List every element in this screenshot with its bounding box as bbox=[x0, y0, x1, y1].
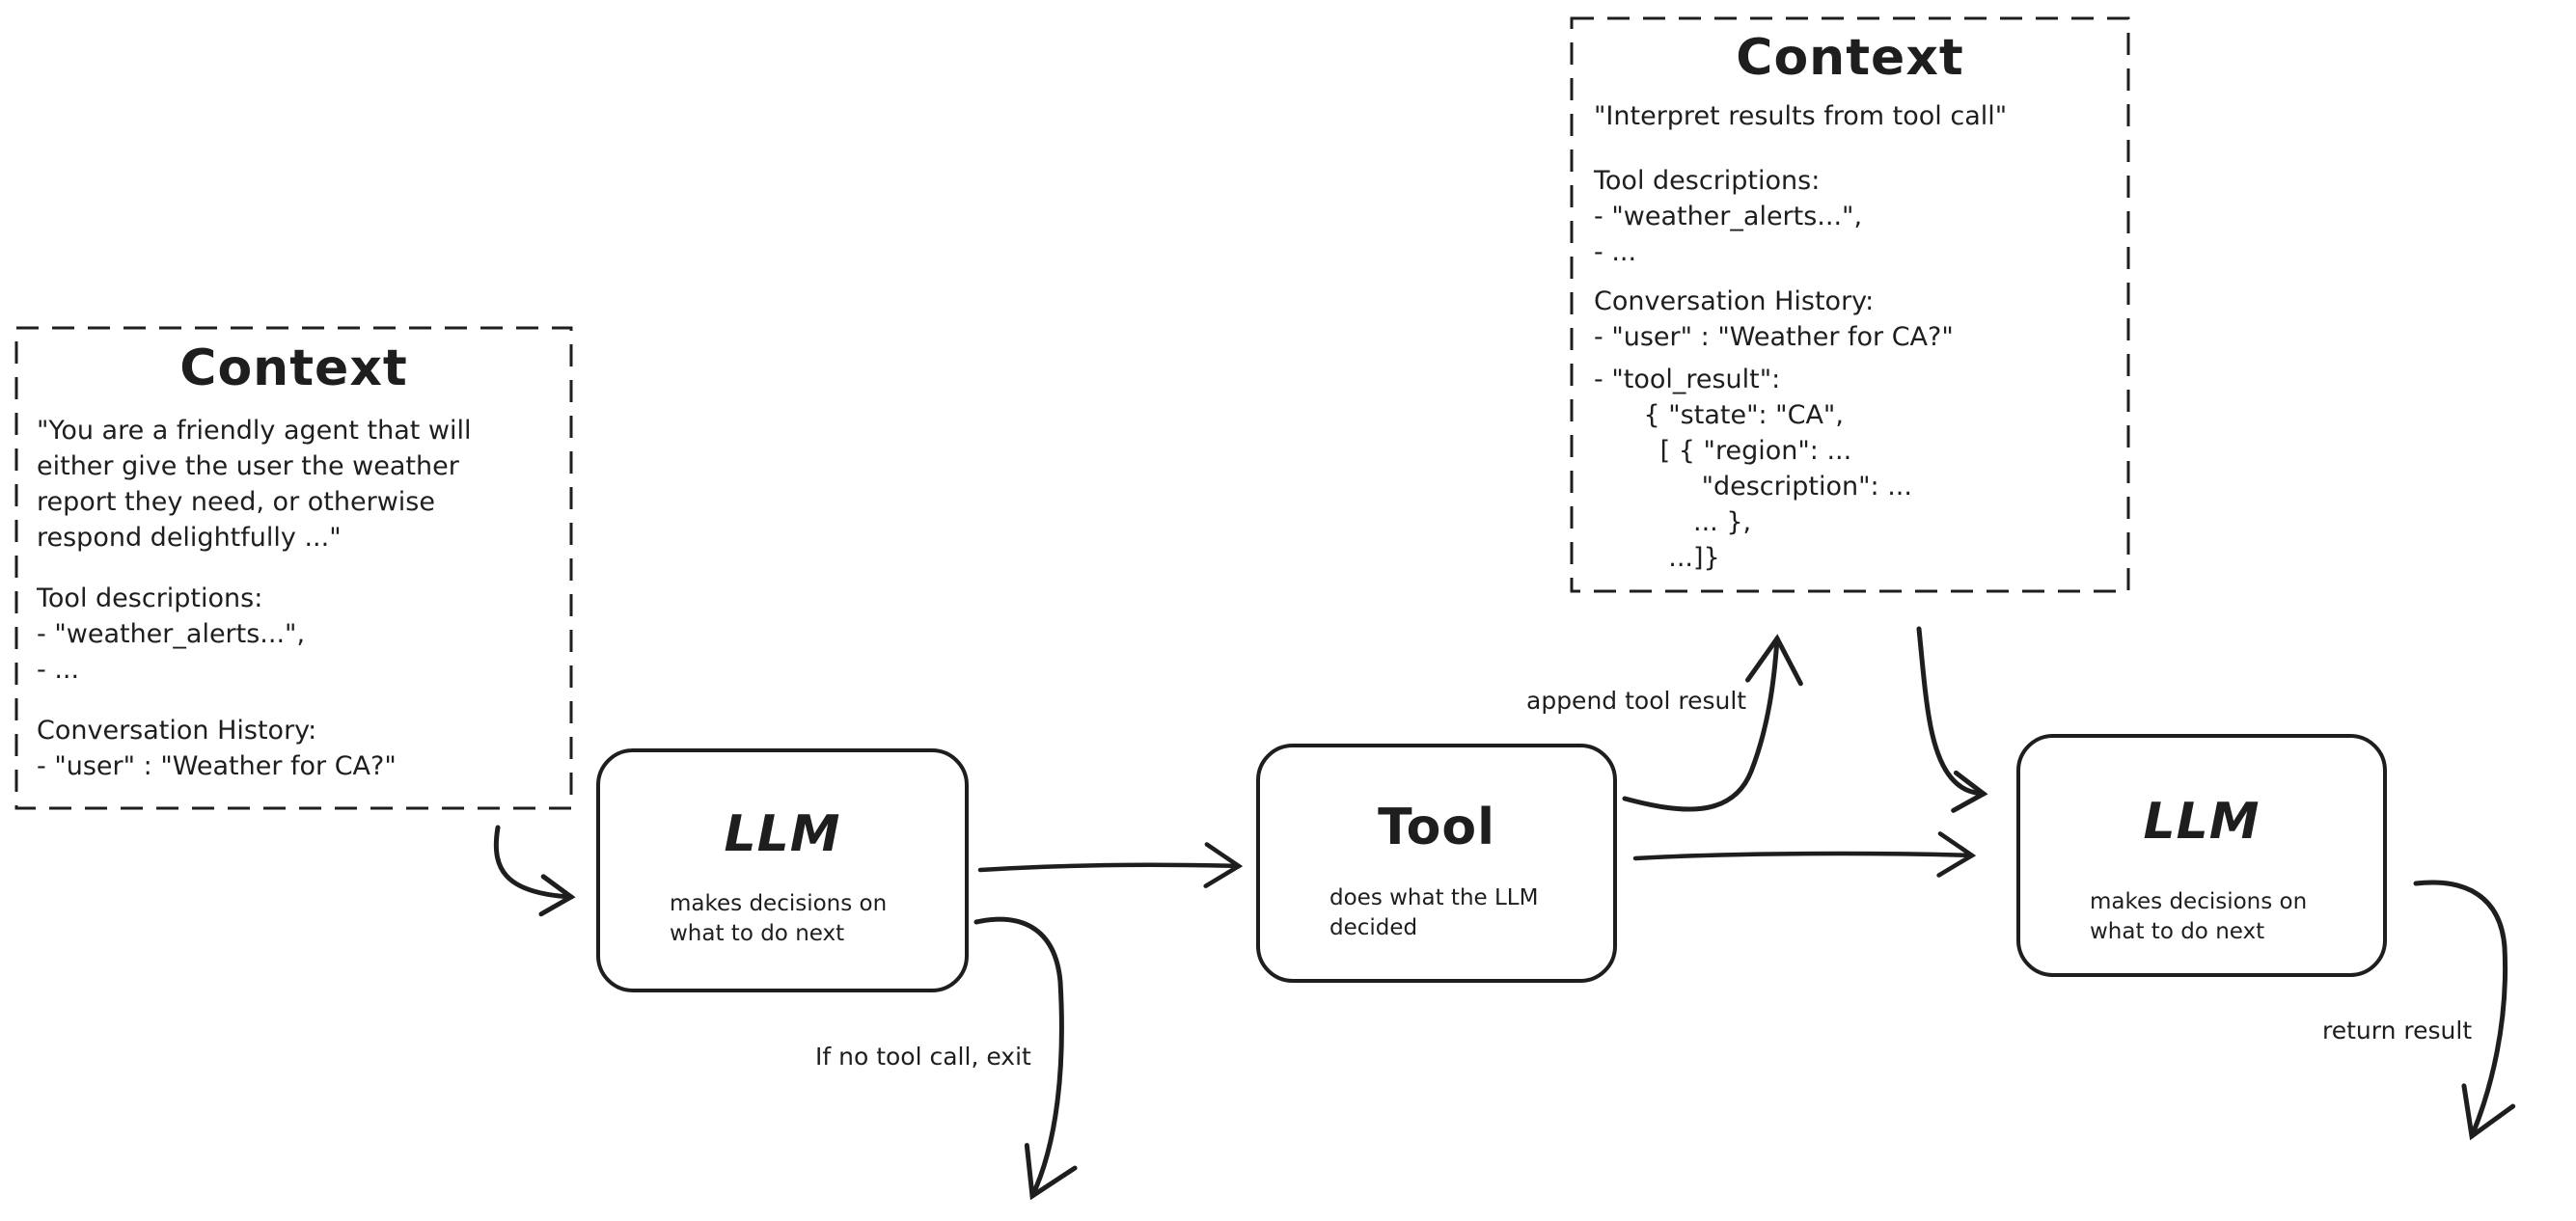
context-left-title: Context bbox=[179, 339, 408, 397]
context-top-conversation-history: Conversation History: - "user" : "Weathe… bbox=[1594, 286, 1954, 352]
arrow-tool-to-context-top bbox=[1622, 634, 1803, 812]
edge-label-append-tool-result: append tool result bbox=[1526, 687, 1747, 715]
node-box-llm-2 bbox=[2016, 734, 2387, 977]
node-llm-2-title: LLM bbox=[2143, 793, 2261, 851]
edge-label-return-result: return result bbox=[2322, 1017, 2473, 1045]
context-top-body: "Interpret results from tool call" Tool … bbox=[1594, 98, 2007, 601]
context-top-tool-result: - "tool_result": { "state": "CA", [ { "r… bbox=[1594, 365, 1912, 573]
context-left-system-prompt: "You are a friendly agent that will eith… bbox=[37, 416, 472, 553]
context-left-body: "You are a friendly agent that will eith… bbox=[37, 413, 472, 809]
arrow-tool-to-llm-2 bbox=[1632, 831, 1977, 878]
context-top-instruction: "Interpret results from tool call" bbox=[1594, 101, 2008, 131]
context-box-top bbox=[1570, 16, 2130, 593]
node-llm-1-title: LLM bbox=[724, 805, 841, 863]
context-left-conversation-history: Conversation History: - "user" : "Weathe… bbox=[37, 716, 397, 781]
arrow-context-top-to-llm-2 bbox=[1916, 626, 1988, 813]
node-tool-title: Tool bbox=[1378, 799, 1495, 856]
arrow-llm-1-exit bbox=[973, 916, 1078, 1201]
node-tool-description: does what the LLM decided bbox=[1329, 885, 1539, 940]
arrow-context-to-llm-1 bbox=[493, 825, 576, 917]
node-llm-2-description: makes decisions on what to do next bbox=[2090, 889, 2308, 944]
context-left-tool-descriptions: Tool descriptions: - "weather_alerts..."… bbox=[37, 583, 306, 685]
context-top-title: Context bbox=[1736, 29, 1964, 87]
node-box-tool bbox=[1256, 744, 1617, 983]
node-box-llm-1 bbox=[596, 748, 969, 992]
arrow-llm-2-return bbox=[2413, 880, 2516, 1141]
context-box-left bbox=[14, 326, 573, 810]
context-top-tool-descriptions: Tool descriptions: - "weather_alerts..."… bbox=[1594, 166, 1863, 267]
node-llm-1-description: makes decisions on what to do next bbox=[670, 891, 888, 946]
edge-label-no-tool-call-exit: If no tool call, exit bbox=[815, 1043, 1031, 1071]
arrow-llm-1-to-tool bbox=[977, 842, 1244, 888]
